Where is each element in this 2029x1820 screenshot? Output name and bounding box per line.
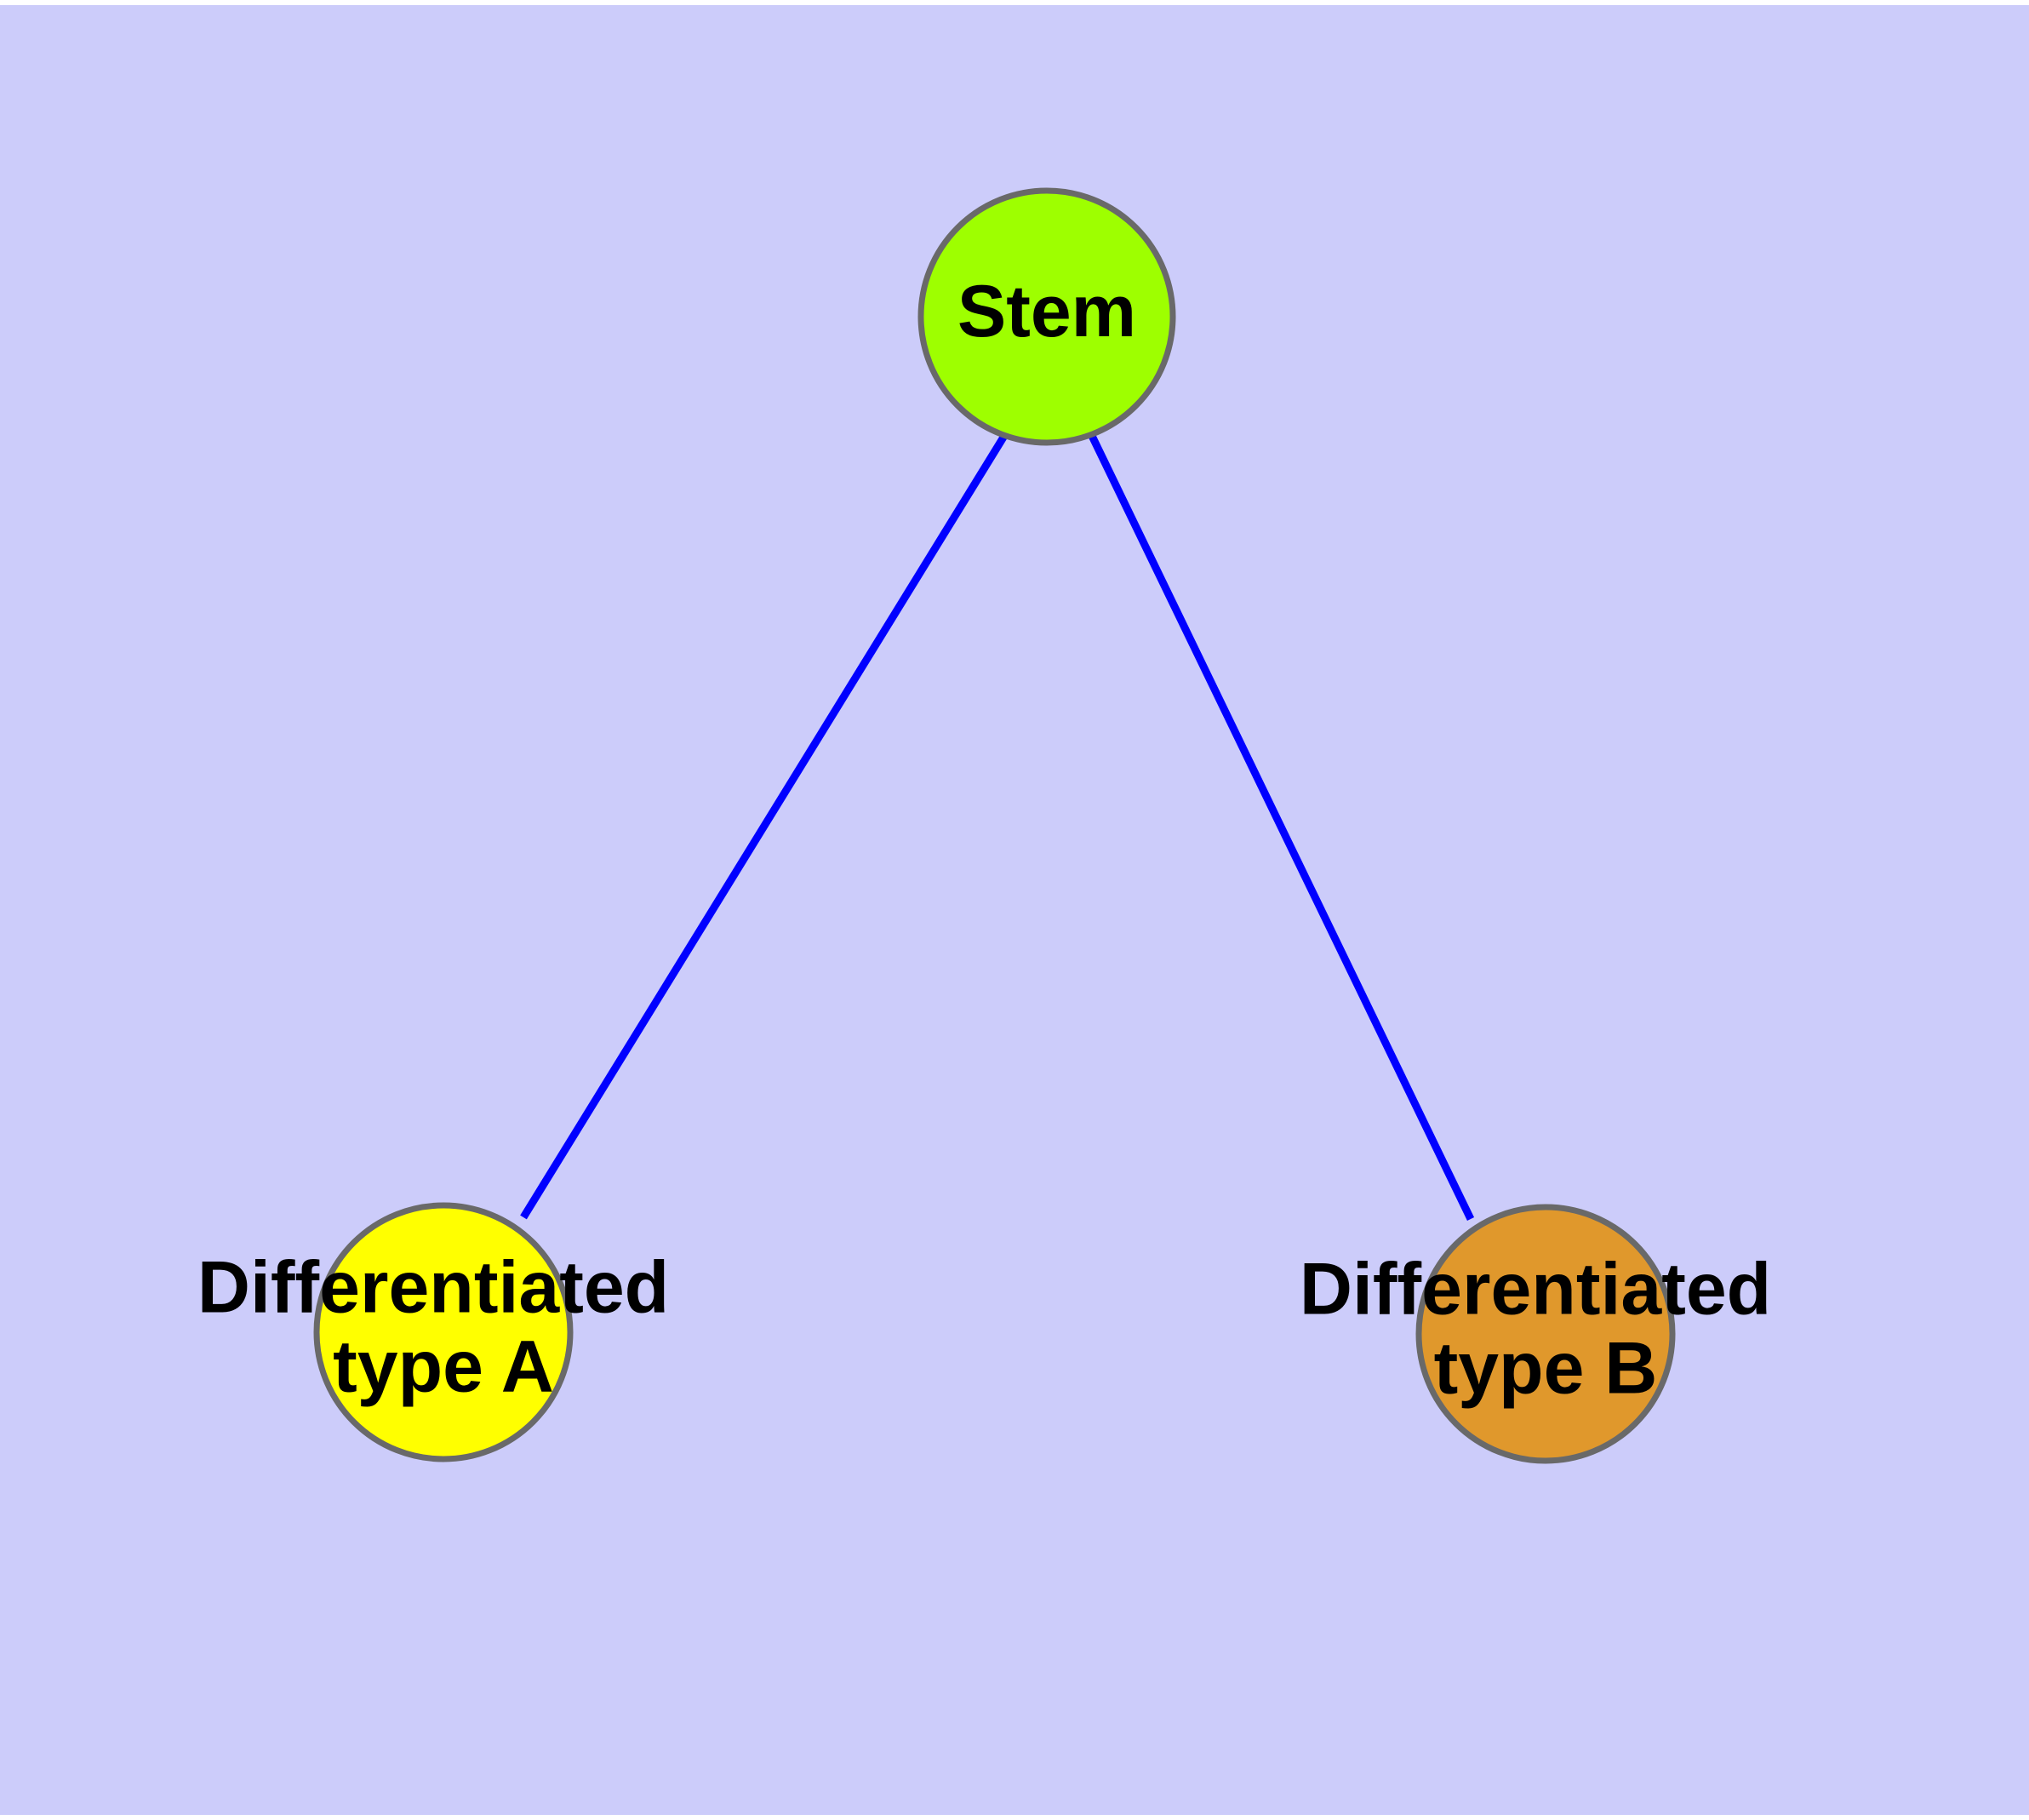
node-label-differentiated-type-a-line1: Differentiated: [197, 1246, 669, 1328]
edge-stem-to-diff-a[interactable]: [520, 433, 1008, 1220]
edge-stem-to-diff-b[interactable]: [1088, 434, 1475, 1221]
nodes-layer: [313, 187, 1676, 1464]
node-differentiated-type-b[interactable]: [1415, 1204, 1676, 1464]
node-differentiated-type-a[interactable]: [313, 1202, 574, 1462]
node-label-differentiated-type-b: Differentiated type B: [1300, 1248, 1792, 1409]
node-label-differentiated-type-b-line1: Differentiated: [1300, 1248, 1771, 1330]
labels-layer: Stem Differentiated type A Differentiate…: [197, 271, 1792, 1409]
node-stem[interactable]: [917, 187, 1176, 446]
node-label-differentiated-type-a: Differentiated type A: [197, 1246, 689, 1407]
node-label-differentiated-type-b-line2: type B: [1434, 1327, 1658, 1409]
node-label-differentiated-type-a-line2: type A: [333, 1325, 554, 1407]
node-label-stem: Stem: [957, 271, 1136, 352]
node-label-stem-line1: Stem: [957, 271, 1136, 352]
edges-layer: [520, 433, 1475, 1221]
